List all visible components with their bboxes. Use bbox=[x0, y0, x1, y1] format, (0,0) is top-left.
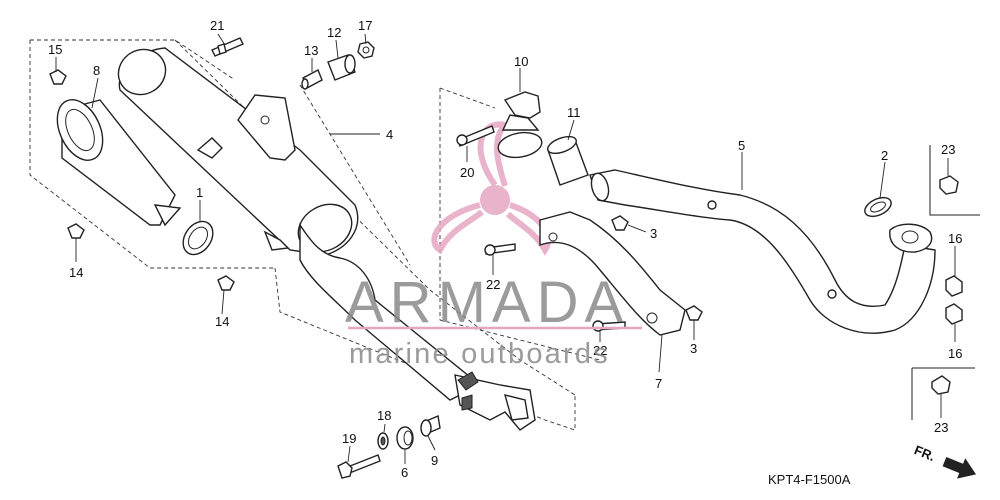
nut-23a bbox=[939, 175, 959, 195]
bolt-16a bbox=[945, 275, 963, 297]
bracket-outline-23 bbox=[911, 145, 980, 420]
callout-8: 8 bbox=[93, 63, 100, 78]
bolt-19 bbox=[337, 454, 381, 479]
leader-lines bbox=[55, 33, 956, 464]
callout-11: 11 bbox=[567, 105, 581, 120]
bolt-20 bbox=[456, 125, 495, 147]
armada-logo bbox=[431, 121, 552, 256]
callout-22a: 22 bbox=[486, 277, 500, 292]
callout-4: 4 bbox=[386, 127, 393, 142]
pipe-protector-7 bbox=[539, 211, 686, 336]
callout-13: 13 bbox=[304, 43, 318, 58]
muffler-body bbox=[117, 47, 482, 401]
front-direction-arrow: FR. bbox=[912, 442, 976, 479]
callout-17: 17 bbox=[358, 18, 372, 33]
exhaust-pipe bbox=[589, 169, 936, 334]
callout-23a: 23 bbox=[941, 142, 955, 157]
callout-3a: 3 bbox=[650, 226, 657, 241]
callout-21: 21 bbox=[210, 18, 224, 33]
callout-18: 18 bbox=[377, 408, 391, 423]
direction-label: FR. bbox=[912, 442, 937, 464]
bolt-22a bbox=[484, 243, 516, 256]
callout-15: 15 bbox=[48, 42, 62, 57]
callout-19: 19 bbox=[342, 431, 356, 446]
clamp-10 bbox=[497, 91, 543, 159]
callout-16b: 16 bbox=[948, 346, 962, 361]
bolt-21 bbox=[211, 37, 244, 57]
callout-14b: 14 bbox=[215, 314, 229, 329]
spark-arrester bbox=[56, 99, 182, 227]
assembly-outline-pipe bbox=[439, 87, 601, 361]
collar-13 bbox=[301, 69, 323, 90]
callout-2: 2 bbox=[881, 148, 888, 163]
bolt-16b bbox=[945, 303, 963, 325]
washer-18 bbox=[377, 432, 389, 450]
nut-17 bbox=[357, 41, 375, 59]
watermark-brand: ARMADA bbox=[345, 270, 629, 335]
grommet-6 bbox=[396, 426, 414, 450]
callout-10: 10 bbox=[514, 54, 528, 69]
joint-collar-11 bbox=[547, 135, 589, 186]
gasket-2 bbox=[864, 196, 892, 218]
diagram-code: KPT4-F1500A bbox=[768, 472, 851, 487]
watermark-tagline: marine outboards bbox=[349, 338, 610, 370]
bolt-14a bbox=[67, 223, 85, 239]
nut-3b bbox=[685, 305, 703, 321]
callout-22b: 22 bbox=[593, 343, 607, 358]
callout-5: 5 bbox=[738, 138, 745, 153]
gasket-1 bbox=[182, 220, 214, 256]
callout-3b: 3 bbox=[690, 341, 697, 356]
nut-3a bbox=[611, 215, 629, 231]
nut-23b bbox=[931, 375, 951, 395]
grommet-12 bbox=[327, 54, 356, 81]
bolt-15 bbox=[49, 69, 67, 85]
callout-1: 1 bbox=[196, 185, 203, 200]
callout-12: 12 bbox=[327, 25, 341, 40]
callouts: 21 12 17 13 15 8 4 1 14 14 10 11 5 2 20 … bbox=[48, 18, 962, 480]
callout-9: 9 bbox=[431, 453, 438, 468]
collar-9 bbox=[420, 415, 441, 437]
callout-14a: 14 bbox=[69, 265, 83, 280]
bolt-14b bbox=[217, 275, 235, 291]
muffler-bracket bbox=[454, 371, 536, 431]
callout-23b: 23 bbox=[934, 420, 948, 435]
callout-20: 20 bbox=[460, 165, 474, 180]
callout-7: 7 bbox=[655, 376, 662, 391]
callout-6: 6 bbox=[401, 465, 408, 480]
callout-16a: 16 bbox=[948, 231, 962, 246]
